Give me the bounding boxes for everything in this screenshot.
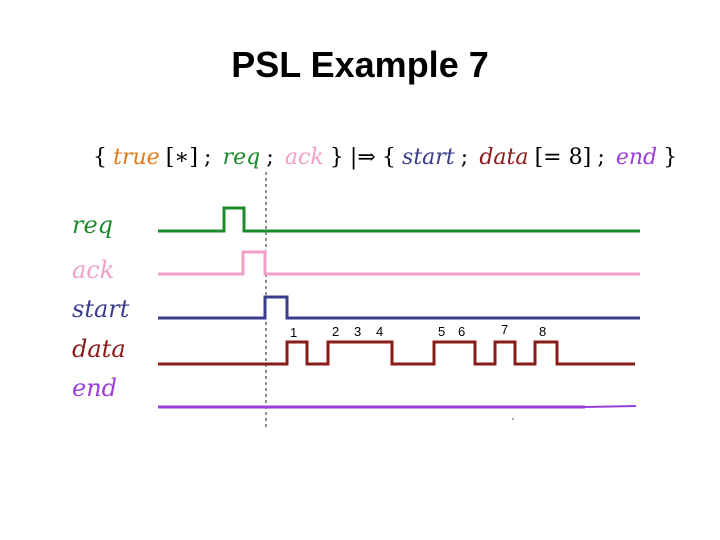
formula-data: data [479, 145, 528, 170]
signal-label-end: end [72, 374, 117, 402]
formula-implies: |⇒ [350, 145, 376, 170]
formula-separator: ; [461, 145, 468, 170]
formula-goto-repetition: [= 8] [535, 145, 592, 170]
slide-title: PSL Example 7 [231, 44, 489, 85]
data-pulse-label: 7 [501, 322, 508, 337]
formula-close-brace: } [330, 145, 344, 170]
formula-star-repetition: [∗] [166, 145, 198, 170]
formula-ack: ack [285, 145, 324, 170]
signal-labels: req ack start data end [72, 211, 130, 402]
data-pulse-label: 3 [354, 324, 361, 339]
waveform-end-tail [584, 405, 637, 408]
signal-label-start: start [72, 295, 130, 323]
data-pulse-label: 2 [332, 324, 339, 339]
formula-end: end [616, 145, 657, 170]
data-pulse-label: 1 [290, 325, 297, 340]
data-pulse-labels: 1 2 3 4 5 6 7 8 [290, 322, 546, 340]
formula-open-brace: { [93, 145, 107, 170]
data-pulse-label: 8 [539, 324, 546, 339]
data-pulse-label: 6 [458, 324, 465, 339]
data-pulse-label: 4 [376, 324, 383, 339]
formula-separator: ; [266, 145, 273, 170]
waveform-ack [158, 250, 640, 276]
formula-close-brace: } [663, 145, 677, 170]
waveforms [158, 206, 640, 409]
formula-separator: ; [597, 145, 604, 170]
formula-start: start [402, 145, 455, 170]
signal-label-data: data [72, 335, 126, 363]
stray-dot [512, 418, 514, 420]
waveform-req [158, 206, 640, 233]
signal-label-req: req [72, 211, 113, 239]
formula-req: req [223, 145, 261, 170]
data-pulse-label: 5 [438, 324, 445, 339]
formula-open-brace: { [382, 145, 396, 170]
formula-separator: ; [204, 145, 211, 170]
waveform-start [158, 295, 640, 320]
signal-label-ack: ack [72, 256, 114, 284]
psl-formula: { true [∗] ; req ; ack } |⇒ { start ; da… [93, 144, 677, 170]
waveform-data [158, 340, 635, 366]
formula-true: true [113, 145, 160, 170]
